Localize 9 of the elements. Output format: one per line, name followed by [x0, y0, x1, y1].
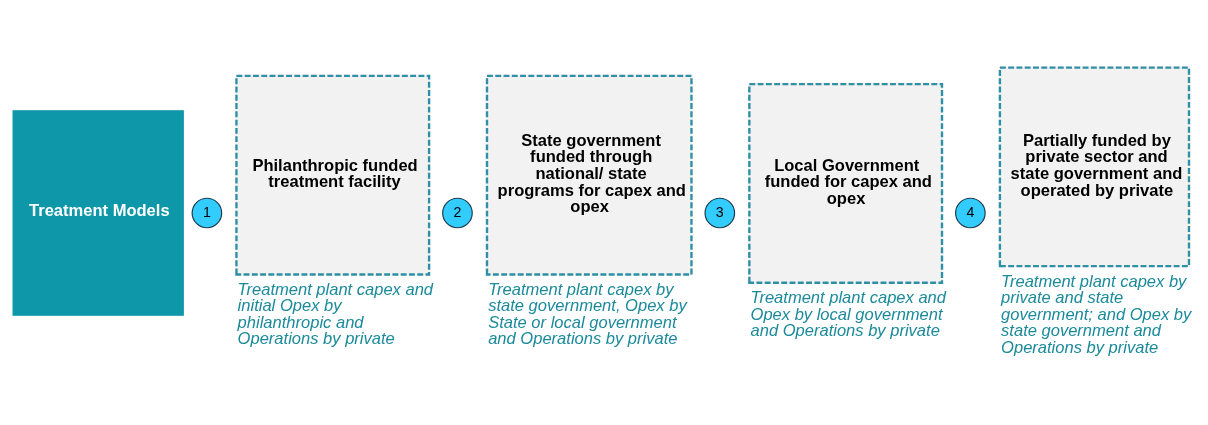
node-label: Treatment plant capex by state government, Opex by State or local government and Operations by private [488, 279, 687, 348]
node-circle: 4 [955, 197, 986, 228]
node-circle: 2 [442, 197, 473, 228]
node-label: Treatment plant capex and Opex by local government and Operations by private [750, 287, 946, 340]
node-label: Treatment plant capex and initial Opex by philanthropic and Operations by private [237, 279, 434, 348]
node-circle: 3 [704, 197, 736, 228]
node-label: Treatment plant capex by private and state government; and Opex by state government and Operations by private [1001, 271, 1192, 357]
node-box: Treatment Models [12, 109, 184, 316]
node-circle: 1 [191, 197, 223, 228]
